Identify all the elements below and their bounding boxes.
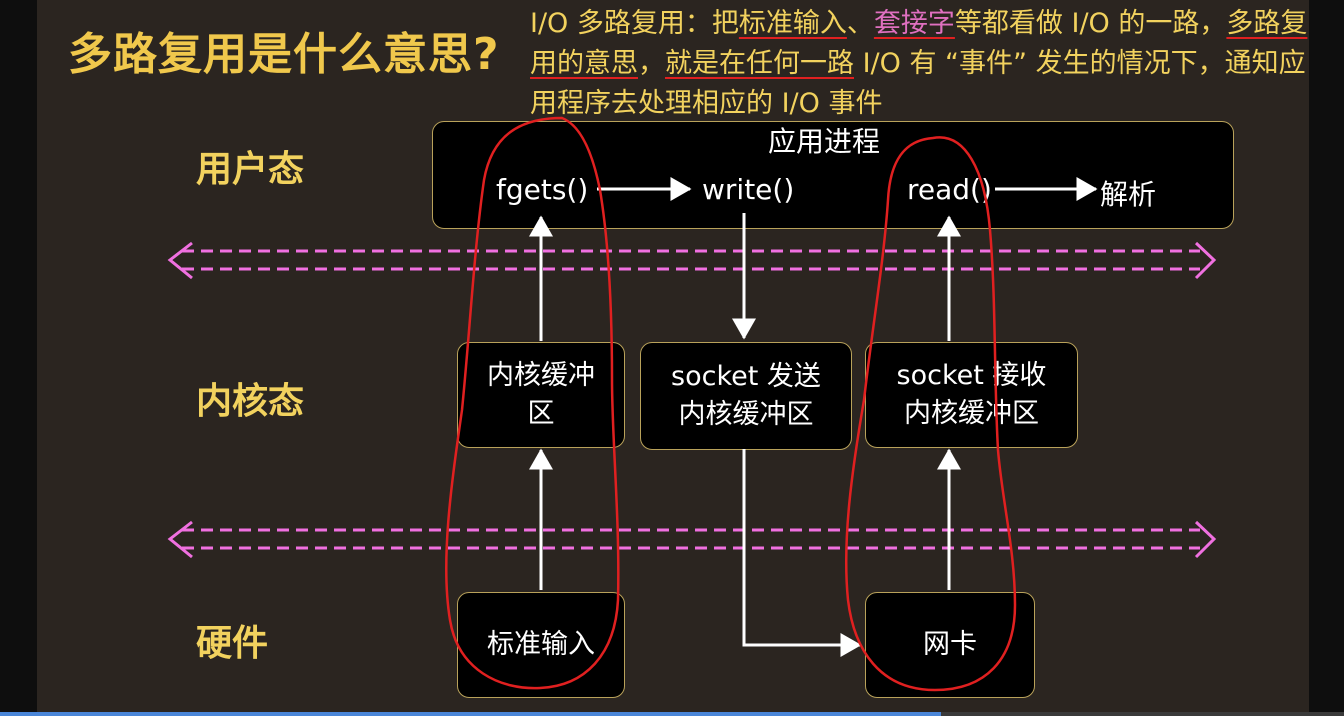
app-process-box bbox=[432, 121, 1234, 229]
red-annotation-loop-right bbox=[844, 136, 1017, 692]
socket-send-line1: socket 发送 bbox=[671, 361, 821, 392]
fgets-call: fgets() bbox=[496, 173, 589, 206]
note-text-1: I/O 多路复用：把 bbox=[530, 8, 739, 39]
app-process-title: 应用进程 bbox=[768, 125, 881, 158]
layer-label-kernel: 内核态 bbox=[196, 381, 305, 422]
stdin-device-label: 标准输入 bbox=[487, 629, 595, 660]
parse-label: 解析 bbox=[1100, 178, 1157, 211]
socket-recv-line1: socket 接收 bbox=[896, 360, 1047, 391]
right-letterbox bbox=[1309, 0, 1344, 716]
kernel-buffer-box: 内核缓冲区 bbox=[457, 342, 625, 448]
note-highlight-socket: 套接字 bbox=[873, 8, 955, 39]
kernel-hardware-boundary-arrow bbox=[167, 520, 1217, 559]
socket-recv-buffer-box: socket 接收内核缓冲区 bbox=[865, 342, 1078, 448]
note-highlight-multiplex: 多路复用的意思 bbox=[530, 8, 1308, 79]
layer-label-hardware: 硬件 bbox=[196, 623, 269, 664]
note-text-4: ， bbox=[638, 48, 665, 79]
left-letterbox bbox=[0, 0, 37, 716]
nic-device-label: 网卡 bbox=[923, 629, 977, 660]
note-highlight-any-path: 就是在任何一路 bbox=[665, 48, 854, 79]
layer-label-user: 用户态 bbox=[196, 149, 305, 190]
write-call: write() bbox=[702, 173, 795, 206]
note-highlight-stdin: 标准输入 bbox=[738, 8, 847, 39]
video-progress-bar[interactable] bbox=[0, 712, 1344, 716]
socket-recv-line2: 内核缓冲区 bbox=[903, 398, 1039, 429]
note-text-2: 、 bbox=[846, 8, 874, 39]
user-kernel-boundary-arrow bbox=[167, 241, 1217, 280]
socket-send-buffer-box: socket 发送内核缓冲区 bbox=[640, 342, 852, 450]
stdin-device-box: 标准输入 bbox=[457, 592, 625, 698]
slide-title: 多路复用是什么意思? bbox=[68, 29, 500, 80]
video-progress-fill bbox=[0, 712, 941, 716]
socket-send-line2: 内核缓冲区 bbox=[678, 399, 814, 430]
read-call: read() bbox=[907, 173, 992, 206]
arrow-send-buffer-to-nic bbox=[742, 449, 862, 657]
definition-note: I/O 多路复用：把标准输入、套接字等都看做 I/O 的一路，多路复用的意思，就… bbox=[530, 4, 1330, 124]
note-text-3: 等都看做 I/O 的一路， bbox=[954, 8, 1227, 39]
kernel-buffer-line2: 区 bbox=[527, 398, 555, 429]
kernel-buffer-line1: 内核缓冲 bbox=[487, 360, 595, 391]
note-text-5: I/O 有 “事件” 发生的情况下，通知应用程序去处理相应的 I/O 事件 bbox=[530, 48, 1306, 119]
red-annotation-loop-left bbox=[444, 116, 620, 690]
